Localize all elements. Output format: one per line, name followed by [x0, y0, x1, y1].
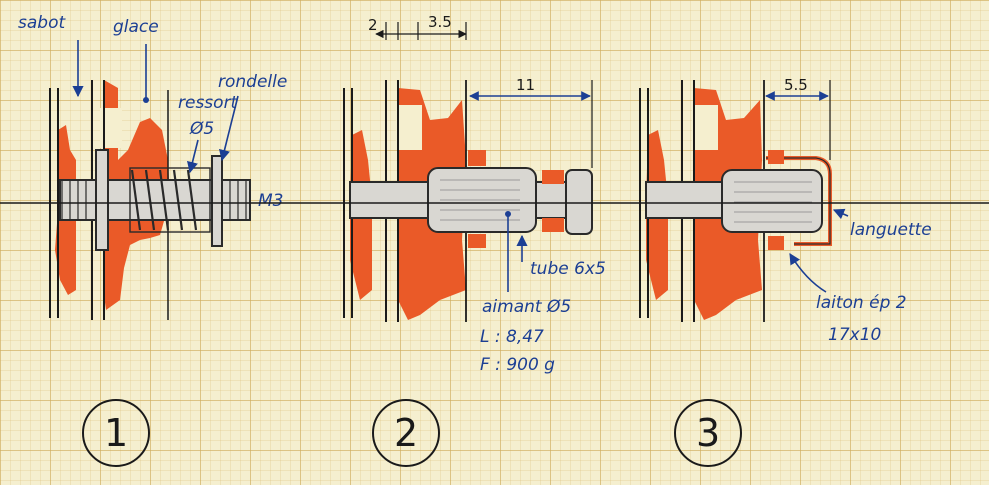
figure-3-circle — [674, 399, 742, 467]
label-tube: tube 6x5 — [530, 259, 606, 279]
label-languette: languette — [850, 220, 932, 240]
figure-2: 2 — [343, 80, 593, 467]
label-glace: glace — [113, 17, 159, 37]
figure-3: 3 — [639, 80, 832, 467]
dimension-3-5: 3.5 — [428, 13, 452, 31]
label-aimant-l: L : 8,47 — [480, 327, 544, 347]
figure-2-number: 2 — [394, 411, 418, 455]
figure-1-number: 1 — [104, 411, 128, 455]
figure-1: 1 — [49, 80, 251, 467]
label-laiton-dims: 17x10 — [828, 325, 881, 345]
magnet-fig3 — [721, 169, 823, 233]
label-rondelle: rondelle — [218, 72, 287, 92]
label-sabot: sabot — [18, 13, 66, 33]
label-ressort: ressort — [178, 93, 239, 113]
label-laiton: laiton ép 2 — [816, 293, 907, 313]
label-aimant-f: F : 900 g — [480, 355, 555, 375]
dimension-11: 11 — [516, 76, 535, 94]
label-aimant: aimant Ø5 — [482, 297, 571, 317]
screw-head-fig1 — [95, 149, 109, 251]
figure-1-circle — [82, 399, 150, 467]
figure-3-number: 3 — [696, 411, 720, 455]
dimension-5-5: 5.5 — [784, 76, 808, 94]
figure-2-circle — [372, 399, 440, 467]
screw-fig3 — [645, 181, 727, 219]
label-ressort-dia: Ø5 — [189, 119, 214, 139]
label-m3: M3 — [258, 191, 283, 211]
nut-fig2 — [565, 169, 593, 235]
glass-reflection-fig1 — [100, 108, 122, 148]
spring-fig1 — [130, 169, 198, 231]
dimension-2: 2 — [368, 16, 378, 34]
washer-fig1 — [211, 155, 223, 247]
